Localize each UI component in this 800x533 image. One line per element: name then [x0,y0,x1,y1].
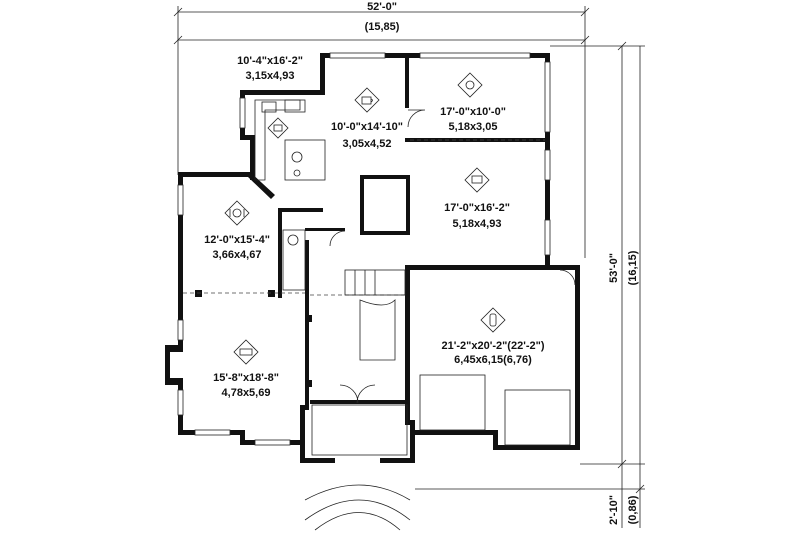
living-size-metric: 4,78x5,69 [222,387,271,399]
kitchen-icon [267,117,289,139]
sun-icon [457,72,483,98]
width-imperial-label: 52'-0" [367,1,397,13]
overall-width-dimension: 52'-0" (15,85) [173,1,590,258]
car-icon [480,307,506,333]
dining-size-metric: 3,66x4,67 [213,249,262,261]
dining-size-imperial: 12'-0"x15'-4" [204,234,270,246]
dinner-plate-icon [224,200,250,226]
fixtures [183,99,576,531]
coffee-cup-icon [354,87,380,113]
breakfast-size-metric: 3,05x4,52 [343,138,392,150]
garage-size-metric: 6,45x6,15(6,76) [454,354,532,366]
overall-depth-dimension: 53'-0" (16,15) [550,41,645,469]
sunroom-size-metric: 5,18x3,05 [449,121,498,133]
family-size-imperial: 17'-0"x16'-2" [444,202,510,214]
depth-metric-label: (16,15) [627,250,639,285]
porch-dimension: 2'-10" (0,86) [415,464,645,528]
width-metric-label: (15,85) [365,21,400,33]
porch-metric-label: (0,86) [627,495,639,524]
depth-imperial-label: 53'-0" [608,253,620,283]
garage-size-imperial: 21'-2"x20'-2"(22'-2") [442,340,545,352]
kitchen-size-imperial: 10'-4"x16'-2" [237,55,303,67]
living-size-imperial: 15'-8"x18'-8" [213,372,279,384]
family-size-metric: 5,18x4,93 [453,218,502,230]
porch-imperial-label: 2'-10" [608,495,620,525]
kitchen-size-metric: 3,15x4,93 [246,70,295,82]
breakfast-size-imperial: 10'-0"x14'-10" [331,121,403,133]
windows [177,52,551,446]
sunroom-size-imperial: 17'-0"x10'-0" [440,106,506,118]
tv-icon [464,167,490,193]
sofa-icon [233,339,259,365]
